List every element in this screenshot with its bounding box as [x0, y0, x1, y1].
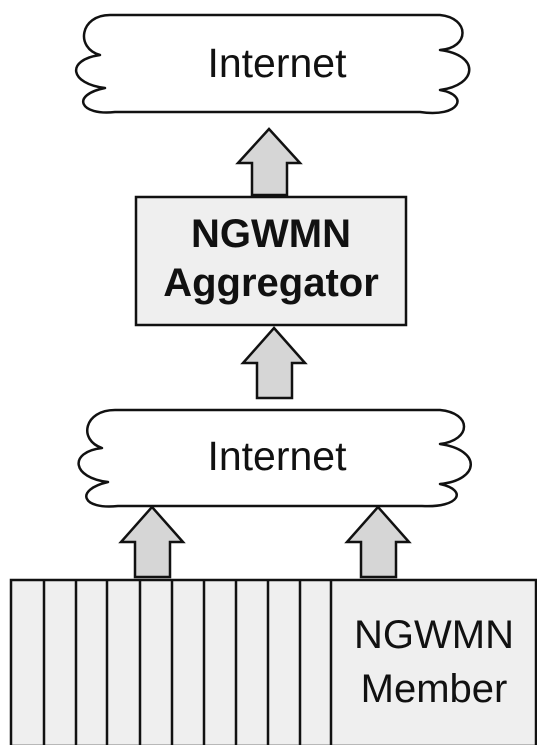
top-internet-cloud: Internet: [75, 13, 471, 115]
arrow-bottom-cloud-to-aggregator: [240, 326, 308, 400]
member-stripes: [42, 580, 333, 745]
aggregator-title-line2: Aggregator: [163, 261, 379, 305]
bottom-cloud-shape: [77, 408, 472, 508]
bottom-cloud-label: Internet: [207, 433, 347, 479]
aggregator-box: NGWMN Aggregator: [134, 195, 408, 327]
bottom-internet-cloud: Internet: [77, 408, 472, 508]
top-cloud-label: Internet: [207, 40, 347, 86]
aggregator-rect: [134, 195, 408, 327]
arrow-member-right-to-cloud: [344, 505, 412, 579]
aggregator-title-line1: NGWMN: [191, 212, 351, 256]
arrow-member-left-to-cloud: [118, 505, 186, 579]
member-box: NGWMN Member: [9, 578, 537, 745]
member-rect: [9, 578, 537, 745]
member-title-line2: Member: [361, 667, 508, 711]
member-title-line1: NGWMN: [354, 613, 514, 657]
top-cloud-shape: [75, 13, 471, 115]
arrow-aggregator-to-top-cloud: [235, 127, 303, 197]
